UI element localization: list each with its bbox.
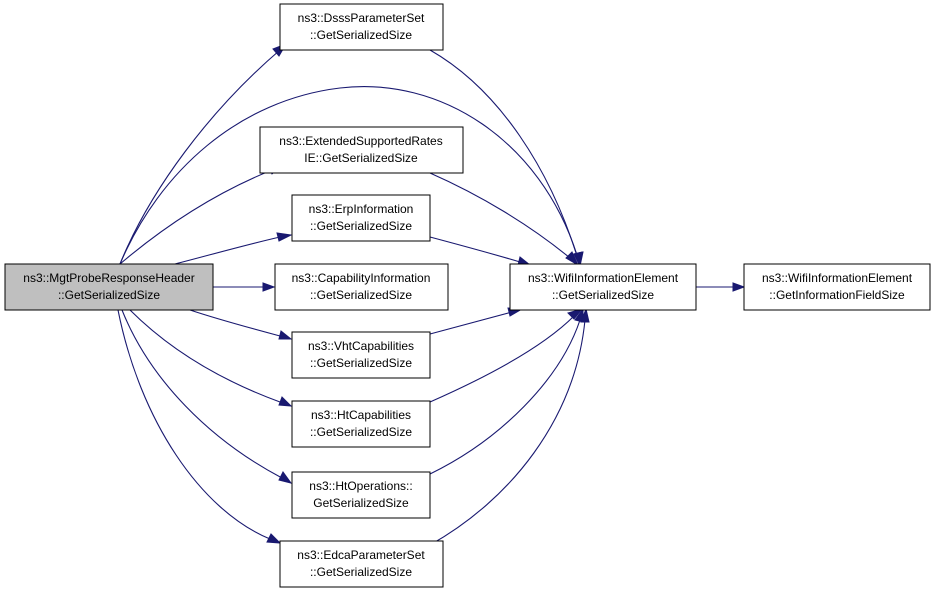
node-label-line-2: ::GetSerializedSize — [310, 356, 412, 370]
node-label-line-1: ns3::EdcaParameterSet — [297, 548, 425, 562]
node-label-line-1: ns3::MgtProbeResponseHeader — [23, 271, 194, 285]
edge-root-to-cap — [213, 282, 276, 292]
node-extended-supported-rates[interactable]: ns3::ExtendedSupportedRates IE::GetSeria… — [259, 126, 464, 174]
edge-ext-to-wie — [429, 172, 580, 267]
node-dsss-parameter-set[interactable]: ns3::DsssParameterSet ::GetSerializedSiz… — [279, 3, 444, 51]
edge-vht-to-wie — [429, 307, 524, 335]
node-label-line-2: GetSerializedSize — [313, 496, 409, 510]
node-label-line-2: ::GetSerializedSize — [58, 288, 160, 302]
edge-htop-to-wie — [429, 307, 584, 475]
nodes: ns3::MgtProbeResponseHeader ::GetSeriali… — [4, 3, 931, 588]
node-edca-parameter-set[interactable]: ns3::EdcaParameterSet ::GetSerializedSiz… — [279, 540, 444, 588]
edge-wie-to-wiefld — [696, 282, 746, 292]
edge-dsss-to-wie — [429, 49, 583, 268]
node-mgt-probe-response-header[interactable]: ns3::MgtProbeResponseHeader ::GetSeriali… — [4, 263, 214, 311]
edge-ht-to-wie — [429, 308, 584, 403]
node-wifi-information-element[interactable]: ns3::WifiInformationElement ::GetSeriali… — [509, 263, 697, 311]
node-erp-information[interactable]: ns3::ErpInformation ::GetSerializedSize — [291, 194, 431, 242]
node-label-line-1: ns3::ExtendedSupportedRates — [279, 134, 442, 148]
node-label-line-2: ::GetInformationFieldSize — [769, 288, 905, 302]
node-label-line-1: ns3::VhtCapabilities — [308, 339, 414, 353]
node-label-line-1: ns3::WifiInformationElement — [762, 271, 913, 285]
edge-erp-to-wie — [429, 236, 532, 266]
node-label-line-1: ns3::HtCapabilities — [311, 408, 411, 422]
node-wifi-information-field-size[interactable]: ns3::WifiInformationElement ::GetInforma… — [743, 263, 931, 311]
edges — [117, 43, 746, 546]
node-label-line-1: ns3::WifiInformationElement — [528, 271, 679, 285]
node-label-line-2: ::GetSerializedSize — [552, 288, 654, 302]
node-ht-capabilities[interactable]: ns3::HtCapabilities ::GetSerializedSize — [291, 400, 431, 448]
node-label-line-2: ::GetSerializedSize — [310, 565, 412, 579]
node-label-line-2: ::GetSerializedSize — [310, 28, 412, 42]
node-label-line-1: ns3::DsssParameterSet — [298, 11, 425, 25]
node-label-line-1: ns3::CapabilityInformation — [292, 271, 431, 285]
node-label-line-2: ::GetSerializedSize — [310, 219, 412, 233]
node-label-line-1: ns3::HtOperations:: — [309, 479, 412, 493]
edge-root-to-edca — [117, 309, 282, 544]
node-label-line-2: IE::GetSerializedSize — [304, 151, 418, 165]
node-label-line-1: ns3::ErpInformation — [309, 202, 414, 216]
edge-root-to-erp — [174, 232, 293, 265]
edge-root-to-vht — [189, 309, 293, 340]
node-label-line-2: ::GetSerializedSize — [310, 425, 412, 439]
edge-root-to-ht — [129, 309, 293, 407]
node-label-line-2: ::GetSerializedSize — [310, 288, 412, 302]
node-vht-capabilities[interactable]: ns3::VhtCapabilities ::GetSerializedSize — [291, 331, 431, 379]
edge-edca-to-wie — [429, 307, 590, 546]
node-ht-operations[interactable]: ns3::HtOperations:: GetSerializedSize — [291, 471, 431, 519]
node-capability-information[interactable]: ns3::CapabilityInformation ::GetSerializ… — [274, 263, 449, 311]
edge-root-to-htop — [121, 309, 293, 484]
